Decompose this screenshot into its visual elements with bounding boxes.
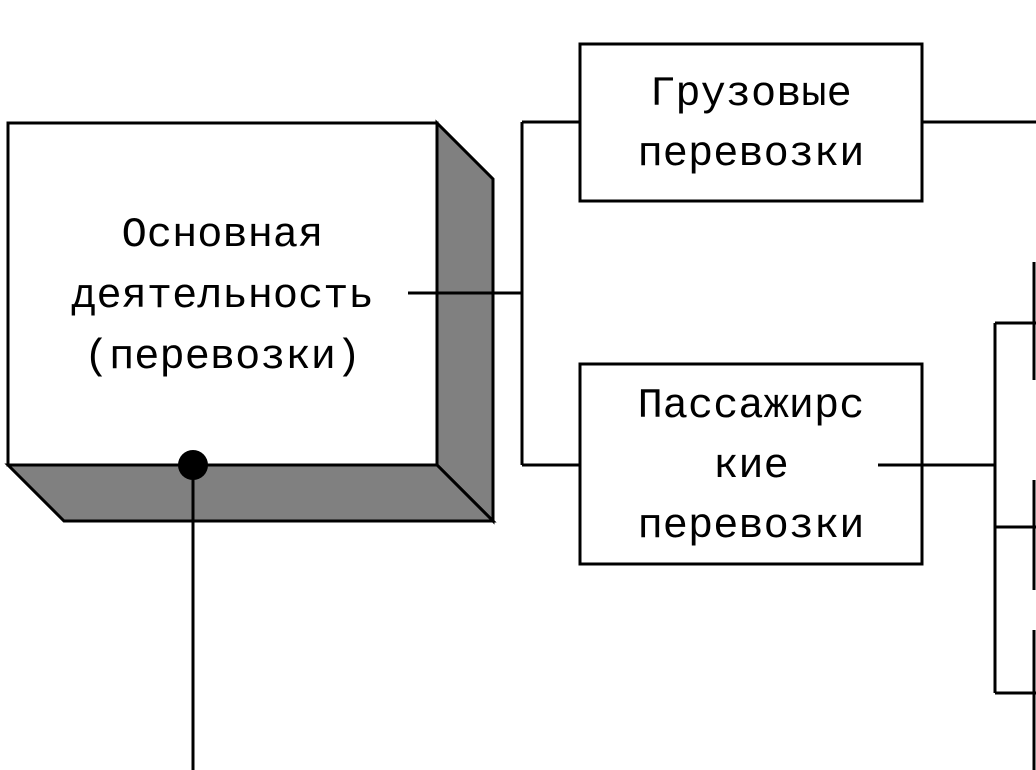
cargo-label-line-2: перевозки	[637, 130, 865, 178]
passenger-label-line-2: кие	[713, 442, 789, 490]
main-label-line-2: деятельность	[71, 272, 374, 320]
passenger-box-label: Пассажирс кие перевозки	[580, 376, 922, 556]
main-box-right-side	[435, 119, 495, 525]
main-box-label: Основная деятельность (перевозки)	[8, 205, 437, 388]
main-box-front	[6, 121, 439, 467]
main-label-line-3: (перевозки)	[83, 333, 362, 381]
main-label-line-1: Основная	[121, 211, 324, 259]
connector-dot	[178, 450, 208, 480]
cargo-box	[578, 42, 924, 203]
passenger-label-line-1: Пассажирс	[637, 382, 865, 430]
main-box-bottom-side	[4, 463, 497, 523]
cargo-box-label: Грузовые перевозки	[580, 64, 922, 184]
passenger-label-line-3: перевозки	[637, 502, 865, 550]
cargo-label-line-1: Грузовые	[650, 70, 852, 118]
